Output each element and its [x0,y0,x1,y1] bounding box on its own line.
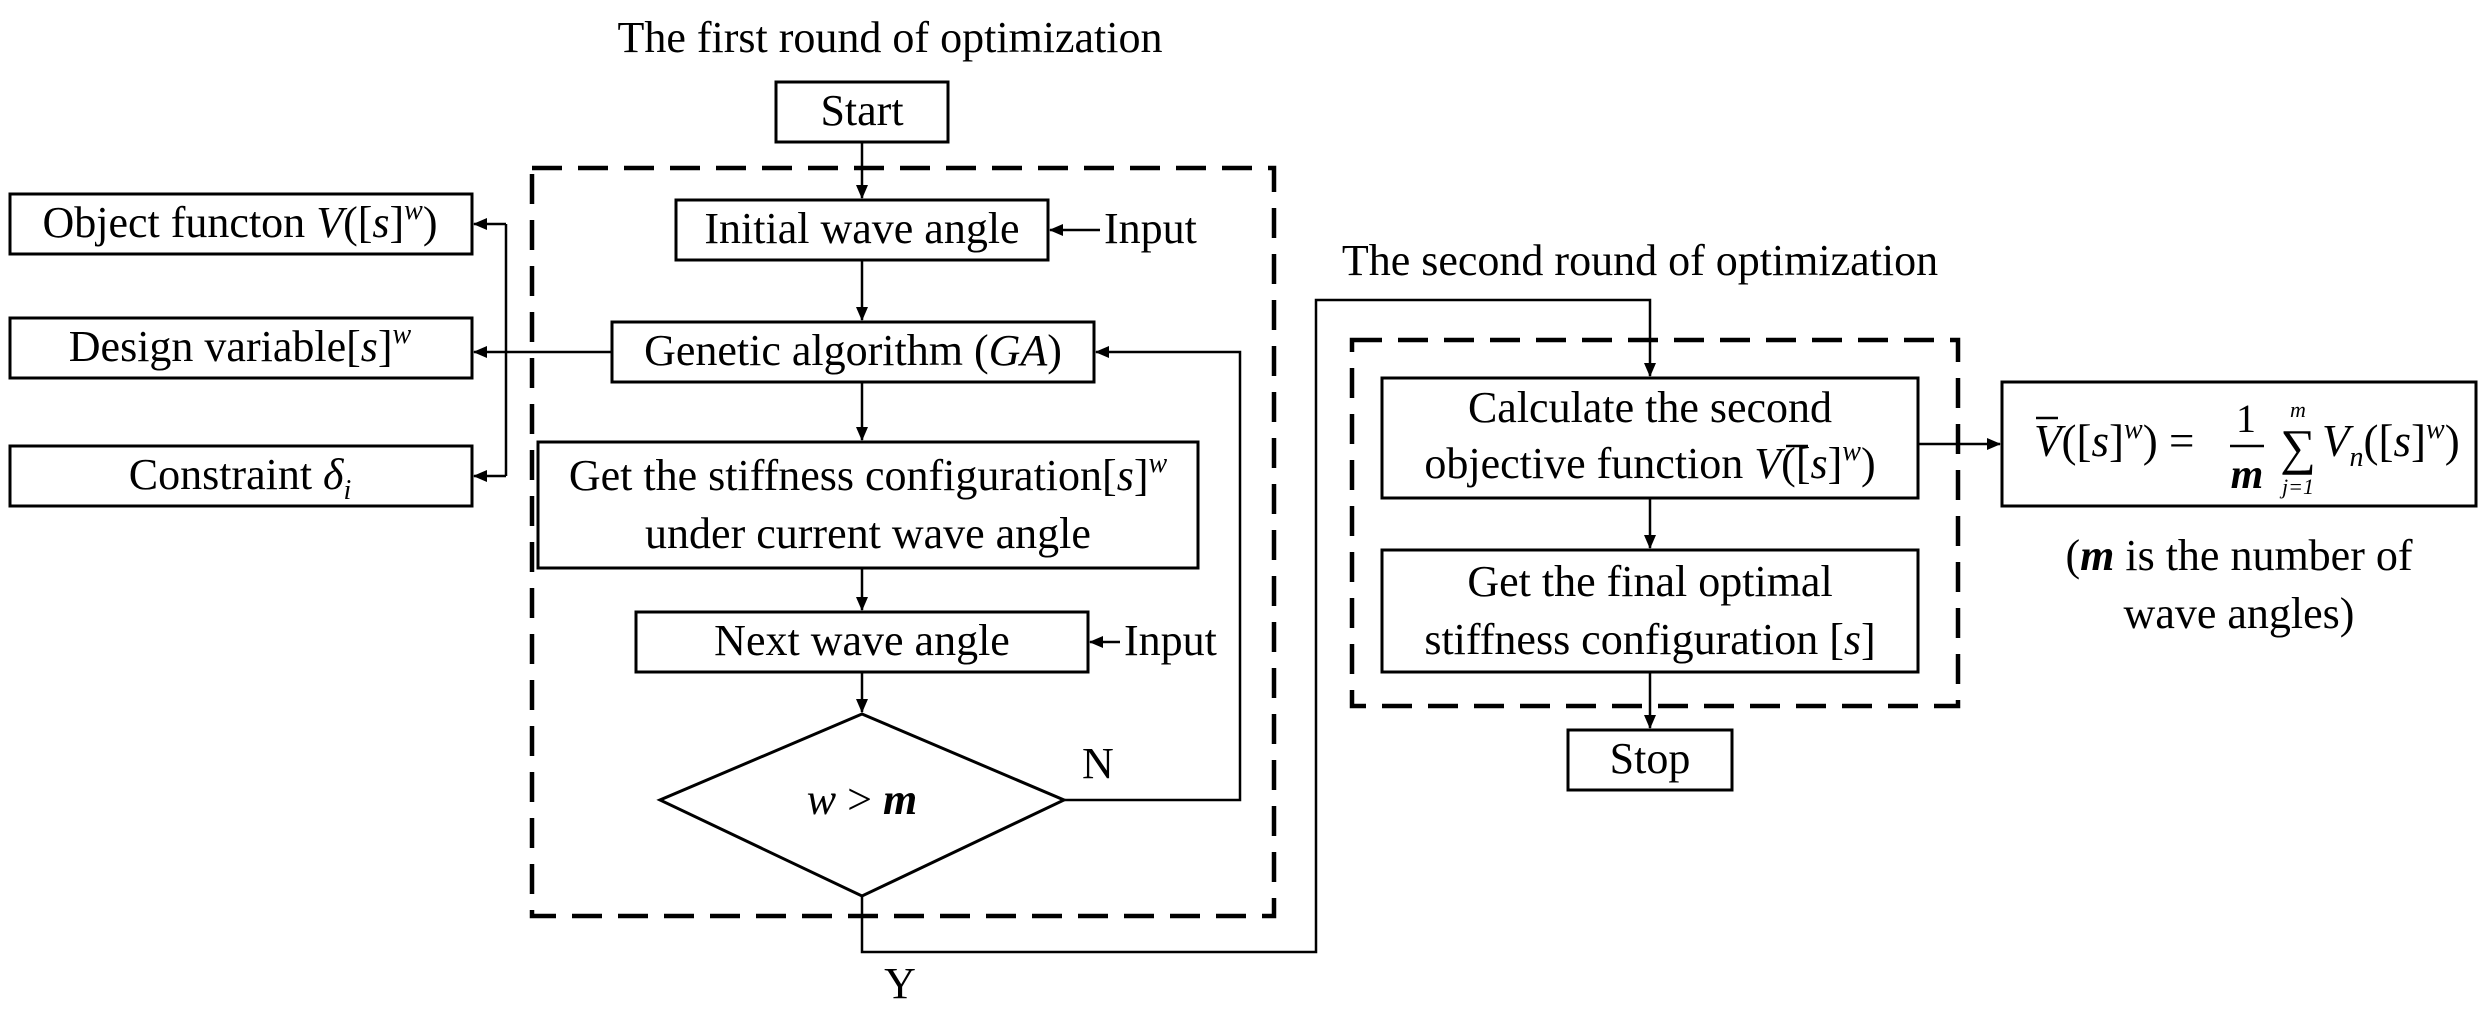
constraint-label: Constraint δi [129,450,352,506]
constraint-node [8,444,474,508]
initial-wave-angle-node [674,198,1050,262]
next-wave-angle-node [634,610,1090,674]
arrow-no-loop [1064,346,1242,802]
note-line2: wave angles) [2124,589,2355,638]
final-optimal-line1: Get the final optimal [1467,557,1832,606]
final-optimal-line2: stiffness configuration [s] [1424,615,1875,664]
second-round-group [1349,337,1961,709]
next-wave-angle-label: Next wave angle [714,616,1010,665]
final-optimal-node [1380,548,1920,674]
formula-node [2000,380,2478,508]
calculate-objective-node [1380,376,1920,500]
genetic-algorithm-node [610,320,1096,384]
objective-function-label: Object functon V([s]w) [42,195,437,247]
formula-sum-lower: j=1 [2279,474,2314,499]
stiffness-configuration-line1: Get the stiffness configuration[s]w [569,448,1168,500]
genetic-algorithm-label: Genetic algorithm (GA) [644,326,1062,375]
initial-wave-angle-label: Initial wave angle [704,204,1019,253]
start-node [774,80,950,144]
start-label: Start [820,86,903,135]
formula-rhs: Vn([s]w) [2322,414,2460,473]
input-label-initial: Input [1104,204,1197,253]
formula-sum-sign: ∑ [2280,419,2316,475]
calculate-objective-line2: objective function V([s]w) [1424,436,1875,488]
formula: V([s]w) = 1 m m ∑ j=1 Vn([s]w) [2034,396,2460,499]
decision-label: w > m [807,775,917,824]
first-round-group [529,165,1277,919]
branch-yes-label: Y [884,959,916,1008]
formula-lhs: V([s]w) = [2034,414,2194,466]
stiffness-configuration-node [536,440,1200,570]
second-round-title: The second round of optimization [1342,236,1938,285]
formula-sum-upper: m [2290,397,2306,422]
design-variable-node [8,316,474,380]
branch-no-label: N [1082,739,1114,788]
calculate-objective-line1: Calculate the second [1468,383,1832,432]
first-round-title: The first round of optimization [618,13,1163,62]
arrow-yes-to-second-round [860,298,1656,954]
stop-node [1566,728,1734,792]
note-line1: (m is the number of [2065,531,2412,580]
stop-label: Stop [1610,734,1691,783]
objective-function-node [8,192,474,256]
design-variable-label: Design variable[s]w [69,319,412,371]
input-label-next: Input [1124,616,1217,665]
stiffness-configuration-line2: under current wave angle [645,509,1091,558]
formula-numerator: 1 [2236,396,2256,441]
formula-denominator: m [2231,452,2264,498]
